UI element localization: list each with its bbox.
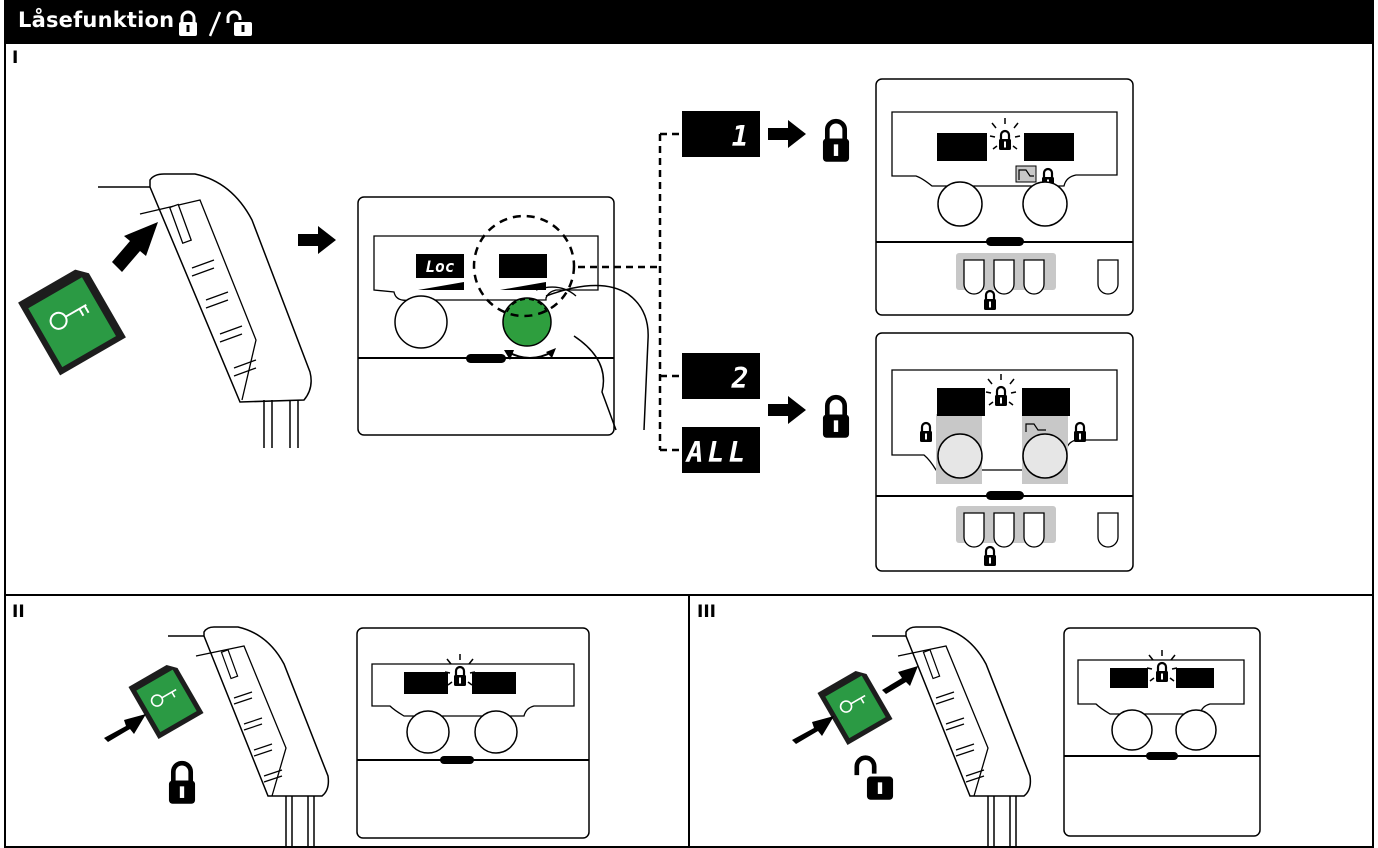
machine-side-view xyxy=(168,626,330,846)
right-arrow-icon xyxy=(768,396,806,424)
panel-one-label: I xyxy=(12,48,19,68)
control-panel-locked xyxy=(356,627,590,839)
padlock-closed-icon xyxy=(823,397,849,438)
panel-three-frame xyxy=(688,594,1374,848)
right-arrow-icon xyxy=(768,120,806,148)
panel-two-label: II xyxy=(12,602,25,622)
machine-side-view xyxy=(98,173,312,448)
right-arrow-icon xyxy=(298,226,336,254)
slash-divider xyxy=(208,11,222,37)
lock-unlock-icons xyxy=(179,10,252,37)
lock-level-1-panel xyxy=(875,78,1134,316)
option-1-text: 1 xyxy=(732,120,749,153)
panel-three-label: III xyxy=(697,602,716,622)
padlock-open-icon xyxy=(854,755,894,800)
option-all-display xyxy=(682,427,760,473)
loc-display-text: Loc xyxy=(426,257,455,276)
remove-arrow-icon xyxy=(792,716,834,744)
option-1-display xyxy=(682,111,760,157)
padlock-closed-icon xyxy=(179,10,197,36)
option-all-text: ALL xyxy=(685,436,750,469)
green-knob xyxy=(502,297,552,347)
control-panel-unlocked xyxy=(1063,627,1261,837)
machine-side-view xyxy=(872,626,1032,846)
control-panel-loc: Loc xyxy=(357,196,649,436)
padlock-closed-icon xyxy=(823,121,849,162)
insert-arrow-icon xyxy=(112,222,158,272)
option-connectors xyxy=(578,132,682,452)
option-2-text: 2 xyxy=(731,362,749,395)
section-title: Låsefunktion xyxy=(18,8,175,32)
value-display xyxy=(499,254,547,278)
remove-arrow-icon xyxy=(104,714,146,742)
key-card-icon xyxy=(18,269,126,376)
lock-level-2-panel xyxy=(875,332,1134,572)
key-card-icon xyxy=(128,665,204,739)
padlock-open-icon xyxy=(226,10,252,36)
padlock-closed-icon xyxy=(169,763,195,804)
section-header: Låsefunktion xyxy=(4,0,1374,44)
insert-arrow-icon xyxy=(882,666,918,694)
key-card-icon xyxy=(817,671,893,745)
option-2-display xyxy=(682,353,760,399)
